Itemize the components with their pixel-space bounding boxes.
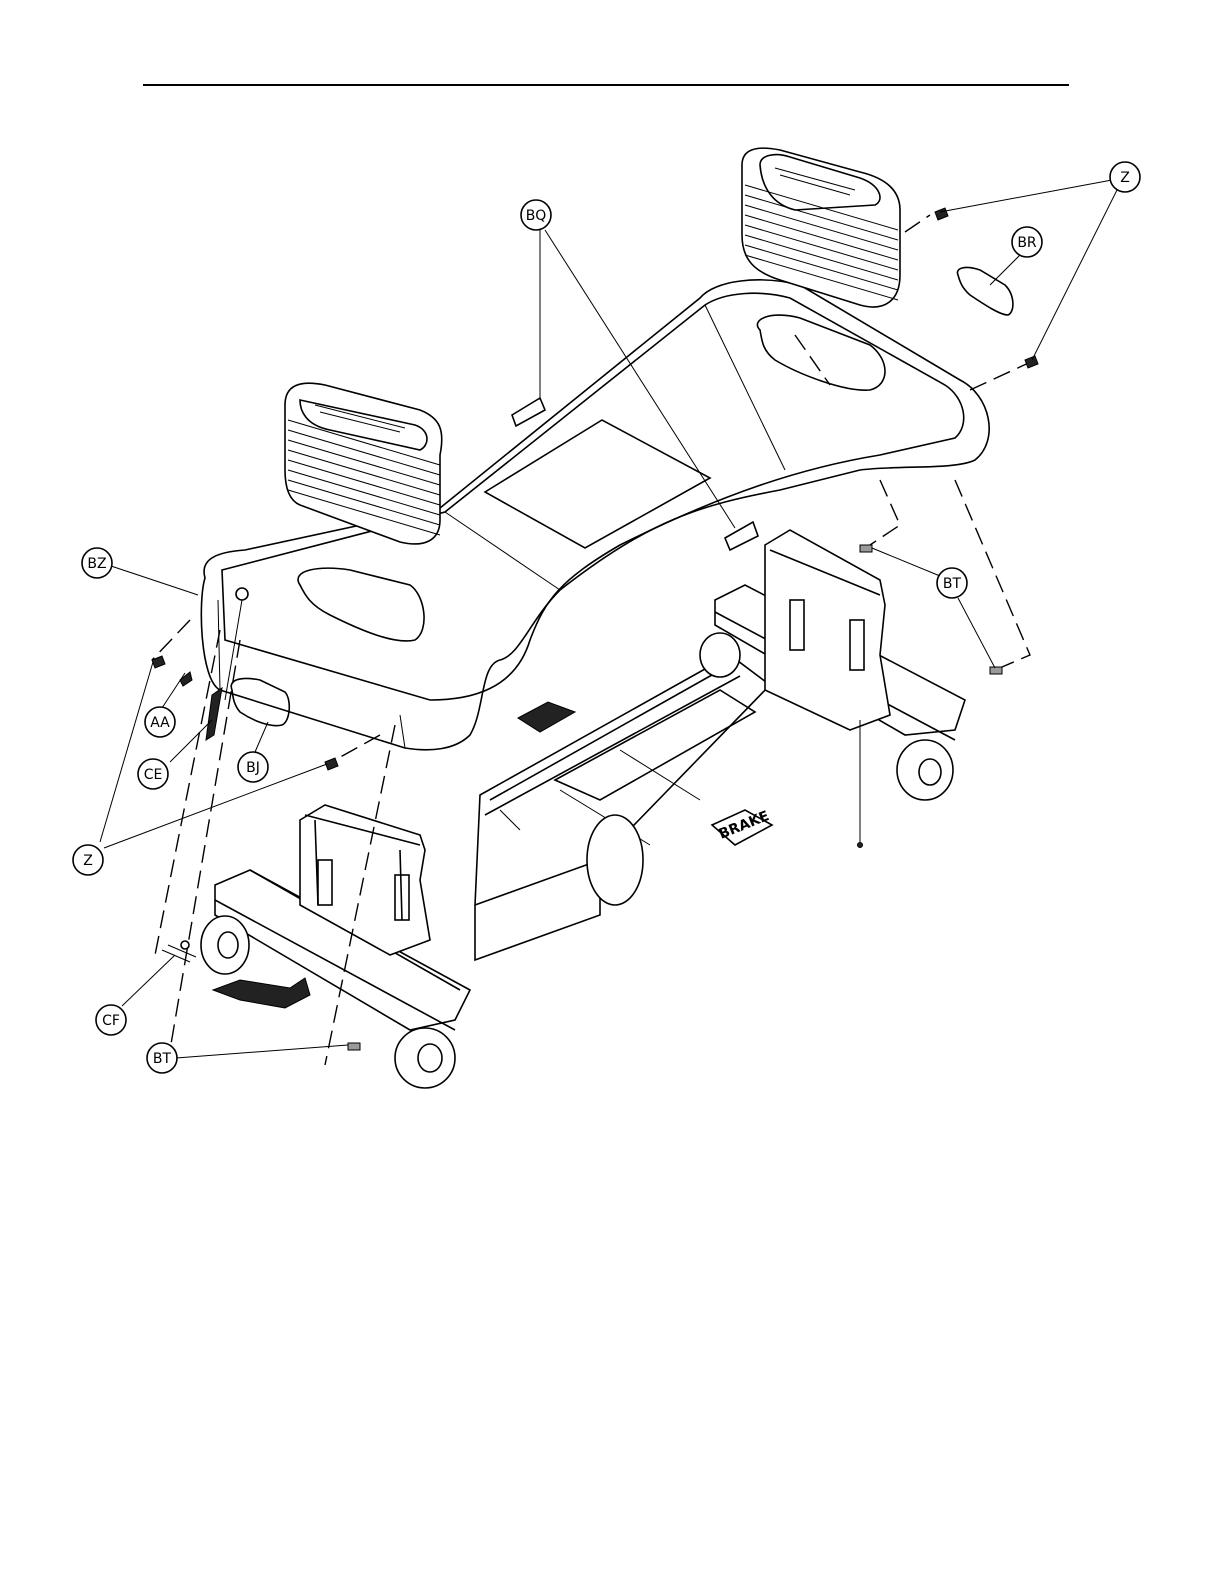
callout-label: CF bbox=[102, 1013, 120, 1029]
callout-label: AA bbox=[150, 715, 170, 731]
callout-label: Z bbox=[83, 853, 93, 869]
wheel-rear-left bbox=[700, 633, 740, 677]
callout-br: BR bbox=[1012, 227, 1042, 257]
wheel-front-left bbox=[201, 916, 249, 974]
label-br bbox=[957, 268, 1012, 315]
callout-label: BR bbox=[1017, 235, 1037, 251]
callout-label: BQ bbox=[526, 208, 547, 224]
callout-bq: BQ bbox=[521, 200, 551, 230]
callout-bz: BZ bbox=[82, 548, 112, 578]
callout-label: CE bbox=[144, 767, 163, 783]
callout-bt-right: BT bbox=[937, 568, 967, 598]
callout-label: Z bbox=[1120, 170, 1130, 186]
callout-z-top: Z bbox=[1110, 162, 1140, 192]
callout-bj: BJ bbox=[238, 752, 268, 782]
wheel-center bbox=[587, 815, 643, 905]
pad-stack-left bbox=[285, 383, 442, 544]
callout-label: BZ bbox=[87, 556, 106, 572]
callout-bt-bottom: BT bbox=[147, 1043, 177, 1073]
callout-ce: CE bbox=[138, 759, 168, 789]
callout-label: BT bbox=[943, 576, 962, 592]
callout-aa: AA bbox=[145, 707, 175, 737]
strap-ce bbox=[206, 688, 222, 740]
pedal-lever bbox=[213, 978, 310, 1008]
callout-z-left: Z bbox=[73, 845, 103, 875]
wheel-front-right bbox=[395, 1028, 455, 1088]
callout-label: BJ bbox=[246, 760, 260, 776]
wheel-rear-right bbox=[897, 740, 953, 800]
label-bq-upper bbox=[512, 398, 545, 426]
callout-cf: CF bbox=[96, 1005, 126, 1035]
callout-label: BT bbox=[153, 1051, 172, 1067]
brake-pedal-upper bbox=[518, 702, 575, 732]
label-bq-lower bbox=[725, 522, 758, 550]
